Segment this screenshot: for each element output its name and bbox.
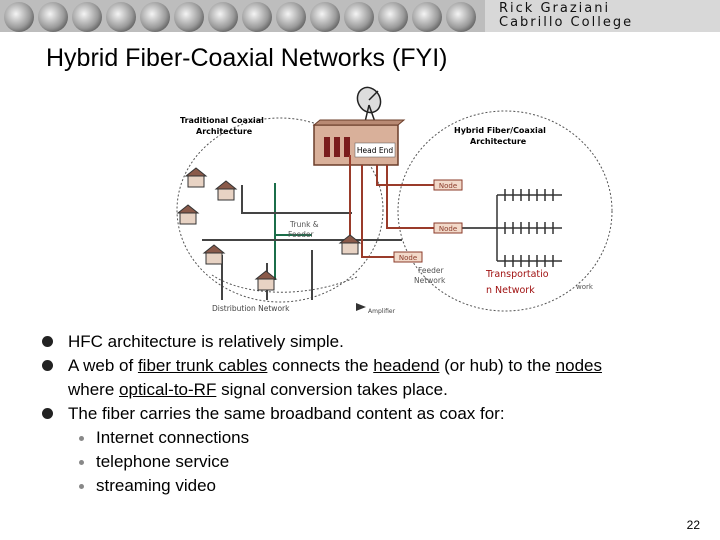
transport-network-line1: Transportatio <box>485 269 549 280</box>
sub-bullet-text: telephone service <box>96 452 230 471</box>
slide-title: Hybrid Fiber-Coaxial Networks (FYI) <box>46 44 448 72</box>
banner-circle-7 <box>208 2 238 32</box>
sub-bullet-text: streaming video <box>96 476 217 495</box>
traditional-label-line2: Architecture <box>196 127 253 136</box>
house-icon <box>254 270 278 291</box>
node-box-3 <box>393 251 423 263</box>
bullet-text: The fiber carries the same broadband con… <box>68 404 505 423</box>
node-box-1 <box>433 179 463 191</box>
house-icon <box>176 204 200 225</box>
sub-bullet-item: Internet connections <box>40 426 710 450</box>
bullet-text: HFC architecture is relatively simple. <box>68 332 344 351</box>
node-label-1: Node <box>439 182 457 190</box>
sub-bullet-text: Internet connections <box>96 428 250 447</box>
author-credit: Rick Graziani Cabrillo College <box>485 0 720 32</box>
coax-tree-2 <box>497 222 562 234</box>
trunk-coax-line <box>274 183 312 280</box>
feeder-network-line1: Feeder <box>418 266 445 275</box>
bullet-list: HFC architecture is relatively simple. A… <box>40 330 710 498</box>
node-boxes <box>393 179 463 263</box>
house-icon <box>338 234 362 255</box>
hybrid-region-outline <box>397 110 613 312</box>
sub-bullet-item: streaming video <box>40 474 710 498</box>
hybrid-label-line2: Architecture <box>470 137 527 146</box>
banner-circle-9 <box>276 2 306 32</box>
page-number: 22 <box>686 518 700 532</box>
trunk-feeder-line2: Feeder <box>288 230 315 239</box>
headend-term: headend <box>373 356 440 375</box>
bullet-text-part: signal conversion takes place. <box>216 380 448 399</box>
header-banner: Rick Graziani Cabrillo College <box>0 0 720 32</box>
institution-name: Cabrillo College <box>499 15 634 30</box>
bullet-text-part: A web of <box>68 356 138 375</box>
banner-circle-6 <box>174 2 204 32</box>
fiber-trunk-4 <box>386 165 434 229</box>
banner-circle-2 <box>38 2 68 32</box>
banner-circle-11 <box>344 2 374 32</box>
fiber-trunk-3 <box>376 165 434 186</box>
head-end-building-icon <box>312 119 406 166</box>
banner-circle-3 <box>72 2 102 32</box>
network-label-fragment: work <box>576 283 594 291</box>
sub-bullet-marker <box>79 436 84 441</box>
banner-circle-12 <box>378 2 408 32</box>
head-end-label: Head End <box>357 146 393 155</box>
network-cables <box>202 155 497 300</box>
amplifier-icon <box>356 303 366 311</box>
feeder-line-1 <box>241 185 352 214</box>
bullet-marker <box>42 360 53 371</box>
house-icon <box>214 180 238 201</box>
bullet-marker <box>42 336 53 347</box>
sub-bullet-marker <box>79 484 84 489</box>
bullet-item: HFC architecture is relatively simple. <box>40 330 710 354</box>
bullet-text-part: where <box>68 380 120 399</box>
feeder-network-line2: Network <box>414 276 446 285</box>
coax-tree-3 <box>497 255 562 267</box>
bullet-text-part: connects the <box>267 356 374 375</box>
banner-circle-1 <box>4 2 34 32</box>
bullet-marker <box>42 408 53 419</box>
node-box-2 <box>433 222 463 234</box>
hfc-network-diagram: Head End <box>176 86 613 315</box>
banner-circle-13 <box>412 2 442 32</box>
sub-bullet-item: telephone service <box>40 450 710 474</box>
banner-circle-4 <box>106 2 136 32</box>
region-outlines <box>176 110 613 312</box>
nodes-term: nodes <box>555 356 602 375</box>
bullet-item: A web of fiber trunk cables connects the… <box>40 354 710 402</box>
amplifier-label: Amplifier <box>368 308 396 315</box>
banner-circle-14 <box>446 2 476 32</box>
traditional-region-outline <box>176 117 384 303</box>
house-icons <box>176 167 362 291</box>
trunk-feeder-line1: Trunk & <box>289 220 319 229</box>
traditional-label-line1: Traditional Coaxial <box>180 116 264 125</box>
node-label-2: Node <box>439 225 457 233</box>
house-icon <box>184 167 208 188</box>
author-name: Rick Graziani <box>499 1 611 16</box>
distribution-network-label: Distribution Network <box>212 304 290 313</box>
hybrid-label-line1: Hybrid Fiber/Coaxial <box>454 126 546 135</box>
transport-network-line2: n Network <box>486 285 535 296</box>
banner-circle-8 <box>242 2 272 32</box>
node-label-3: Node <box>399 254 417 262</box>
optical-to-rf-term: optical-to-RF <box>119 380 217 399</box>
distribution-region-outline <box>211 274 358 293</box>
house-icon <box>202 244 226 265</box>
bullet-text-part: (or hub) to the <box>439 356 556 375</box>
banner-circle-10 <box>310 2 340 32</box>
bullet-item: The fiber carries the same broadband con… <box>40 402 710 426</box>
satellite-dish-icon <box>356 86 382 123</box>
sub-bullet-marker <box>79 460 84 465</box>
banner-circle-5 <box>140 2 170 32</box>
coax-tree-1 <box>497 189 562 201</box>
fiber-trunk-term: fiber trunk cables <box>137 356 268 375</box>
fiber-trunk-2 <box>361 165 394 258</box>
